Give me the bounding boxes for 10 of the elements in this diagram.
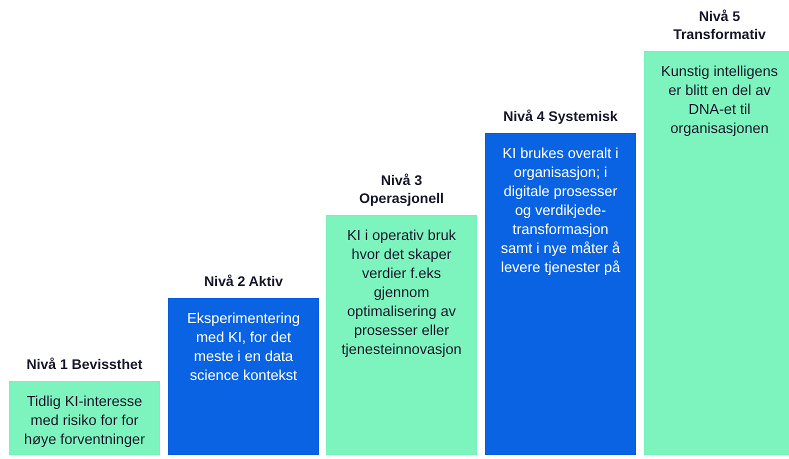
level-heading: Nivå 1 Bevissthet bbox=[26, 355, 144, 373]
level-heading: Nivå 5 Transformativ bbox=[672, 7, 767, 43]
level-description: KI brukes overalt i organisasjon; i digitale prosesser og verdikjede-transformasjon samt i nye måter å levere tjenester på bbox=[500, 145, 622, 278]
level-heading: Nivå 3 Operasjonell bbox=[358, 171, 445, 207]
level-heading: Nivå 4 Systemisk bbox=[502, 107, 619, 125]
level-heading: Nivå 2 Aktiv bbox=[203, 272, 284, 290]
level-description: Kunstig intelligens er blitt en del av DNA-et til organisasjonen bbox=[660, 63, 779, 139]
level-description: Eksperimentering med KI, for det meste i en data science kontekst bbox=[186, 310, 301, 386]
level-description: Tidlig KI-interesse med risiko for for høye forventninger bbox=[23, 393, 146, 450]
level-description: KI i operativ bruk hvor det skaper verdier f.eks gjennom optimalisering av prosesser eller tjenesteinnovasjon bbox=[342, 227, 462, 360]
